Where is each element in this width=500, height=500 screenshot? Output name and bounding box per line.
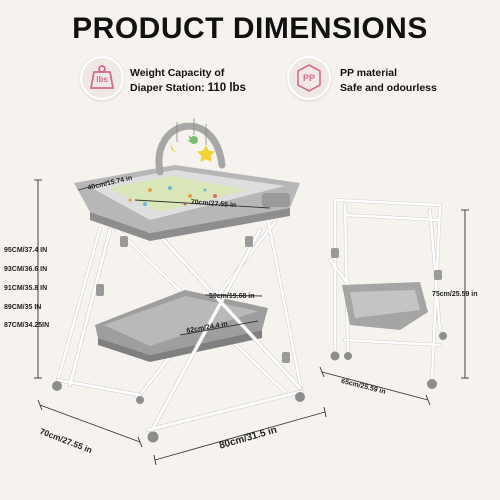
weight-capacity-value: 110 lbs: [207, 82, 246, 94]
folded-height-label: 75cm/25.59 in: [432, 291, 478, 298]
weight-icon-text: lbs: [96, 75, 108, 84]
weight-capacity-text: Weight Capacity of Diaper Station: 110 l…: [130, 66, 246, 96]
height-label: 89CM/35 IN: [4, 304, 42, 311]
dimension-lines: [34, 179, 469, 466]
height-label: 87CM/34.25IN: [4, 322, 50, 329]
height-label: 91CM/35.8 IN: [4, 285, 48, 292]
shelf-depth-label: 50cm/19.68 in: [209, 293, 255, 300]
page-title: PRODUCT DIMENSIONS: [72, 12, 428, 45]
toy-arch: [155, 118, 226, 176]
pp-material-line2: Safe and odourless: [340, 82, 437, 94]
top-tray: [74, 165, 300, 241]
weight-capacity-line1: Weight Capacity of: [130, 67, 225, 79]
wheels: [52, 381, 305, 443]
height-label: 93CM/36.6 IN: [4, 266, 48, 273]
weight-capacity-line2: Diaper Station: 110 lbs: [130, 82, 246, 94]
pp-material-text: PP material Safe and odourless: [340, 66, 437, 96]
weight-icon: lbs: [80, 56, 124, 100]
height-label: 95CM/37.4 IN: [4, 247, 48, 254]
pp-material-icon: PP: [287, 56, 331, 100]
pp-material-line1: PP material: [340, 67, 398, 79]
pp-material-icon-text: PP: [302, 73, 315, 83]
